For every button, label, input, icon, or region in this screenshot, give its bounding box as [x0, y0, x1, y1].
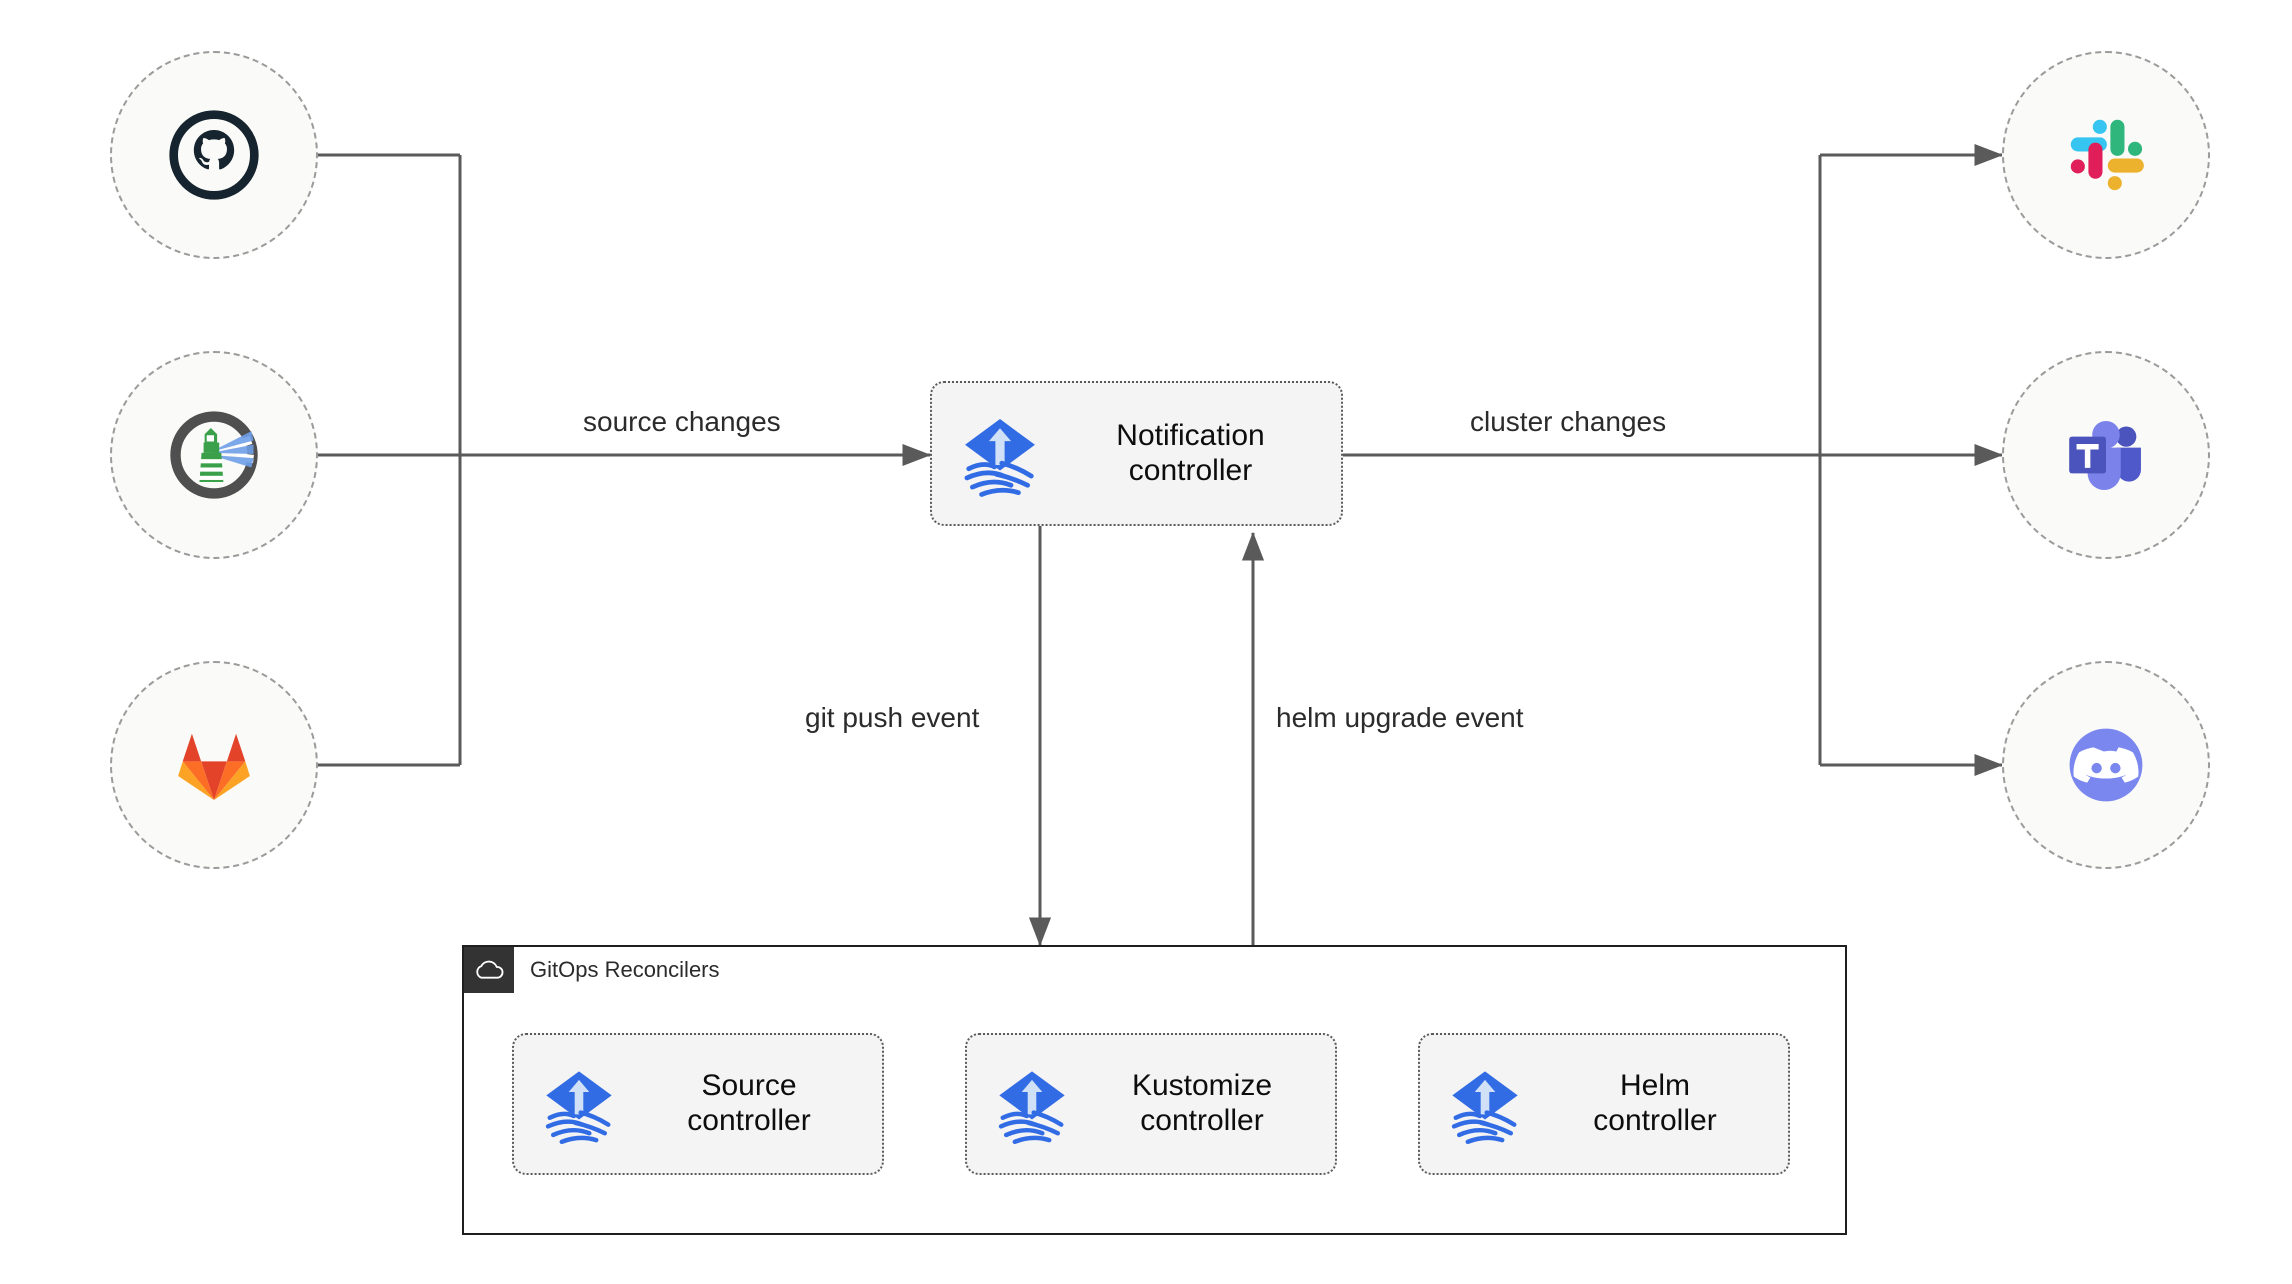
- microsoft-teams-icon: [2060, 409, 2152, 501]
- gitops-reconcilers-title: GitOps Reconcilers: [530, 957, 720, 982]
- cloud-icon: [464, 947, 514, 993]
- flux-icon: [954, 408, 1046, 500]
- source-controller-box[interactable]: Source controller: [512, 1033, 884, 1175]
- destination-node-discord[interactable]: [2002, 661, 2210, 869]
- edge-label-helm-upgrade-event: helm upgrade event: [1276, 702, 1524, 733]
- slack-icon: [2062, 111, 2150, 199]
- helm-controller-label: Helm controller: [1593, 1069, 1717, 1137]
- flux-icon: [536, 1061, 622, 1147]
- github-icon: [166, 107, 262, 203]
- source-node-flux[interactable]: [110, 351, 318, 559]
- destination-node-teams[interactable]: [2002, 351, 2210, 559]
- kustomize-controller-box[interactable]: Kustomize controller: [965, 1033, 1337, 1175]
- flux-lighthouse-icon: [162, 403, 266, 507]
- edge-label-git-push-event: git push event: [805, 702, 980, 733]
- flux-icon: [1442, 1061, 1528, 1147]
- source-node-gitlab[interactable]: [110, 661, 318, 869]
- helm-controller-box[interactable]: Helm controller: [1418, 1033, 1790, 1175]
- edge-label-cluster-changes: cluster changes: [1470, 406, 1667, 437]
- notification-controller-box[interactable]: Notification controller: [930, 381, 1343, 526]
- notification-controller-label: Notification controller: [1116, 418, 1265, 487]
- destination-node-slack[interactable]: [2002, 51, 2210, 259]
- discord-icon: [2054, 713, 2158, 817]
- gitlab-icon: [168, 719, 260, 811]
- source-controller-label: Source controller: [687, 1069, 811, 1137]
- source-node-github[interactable]: [110, 51, 318, 259]
- edge-label-source-changes: source changes: [583, 406, 781, 437]
- flux-icon: [989, 1061, 1075, 1147]
- kustomize-controller-label: Kustomize controller: [1131, 1069, 1273, 1137]
